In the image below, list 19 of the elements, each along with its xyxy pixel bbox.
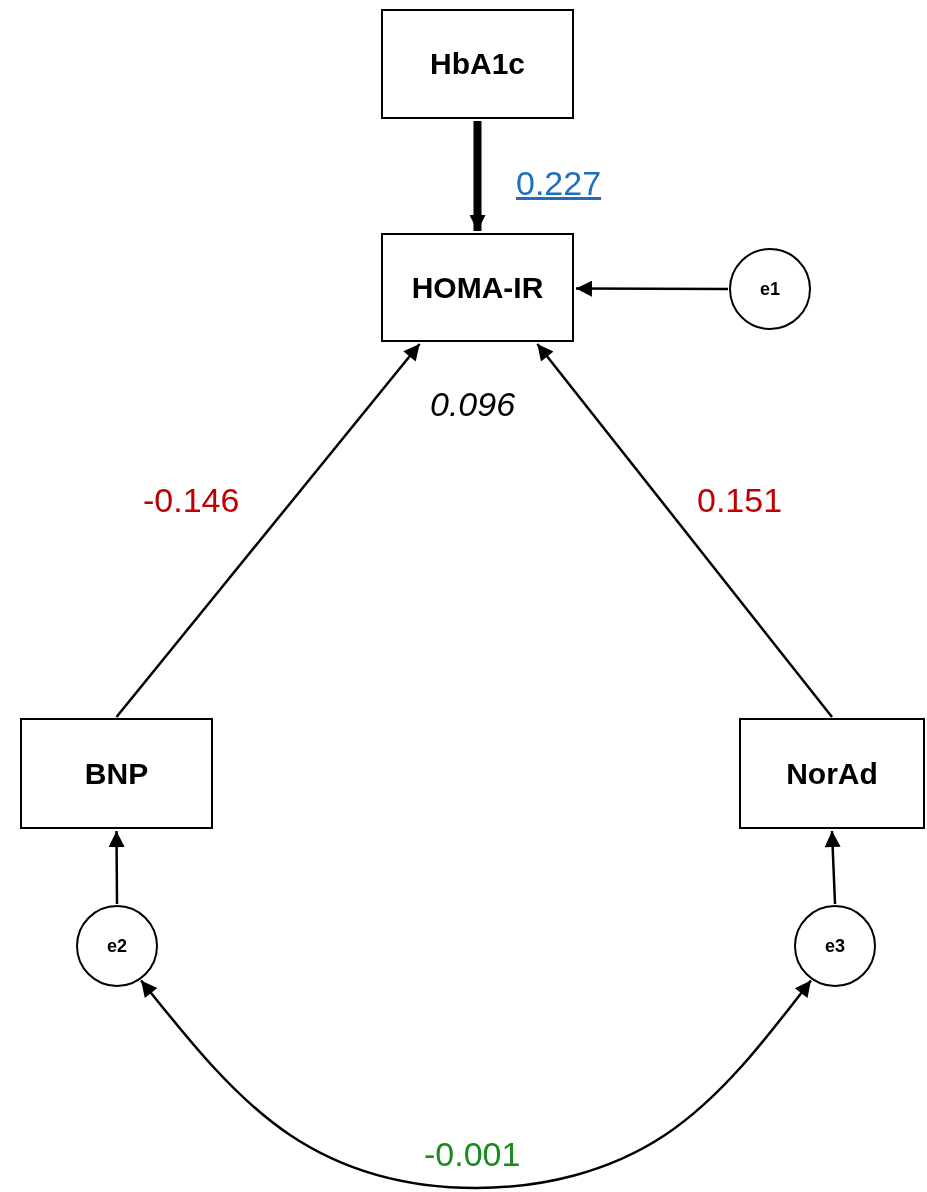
arrow [140, 979, 812, 1190]
node-label: HbA1c [430, 47, 525, 81]
arrow [824, 830, 841, 905]
variable-box [381, 9, 574, 119]
variable-box [381, 233, 574, 342]
variable-box [739, 718, 925, 829]
variable-box [20, 718, 213, 829]
node-label: e3 [825, 935, 845, 957]
node-label: e2 [107, 935, 127, 957]
r-squared-value: 0.096 [430, 385, 516, 424]
node-label: BNP [84, 756, 149, 791]
node-label: e1 [760, 278, 780, 300]
arrow [469, 121, 486, 231]
arrow [576, 280, 728, 297]
node-label: HOMA-IR [411, 270, 544, 305]
arrow [108, 831, 125, 904]
node-label: NorAd [786, 756, 878, 791]
arrow [115, 343, 421, 718]
arrow [536, 343, 833, 718]
